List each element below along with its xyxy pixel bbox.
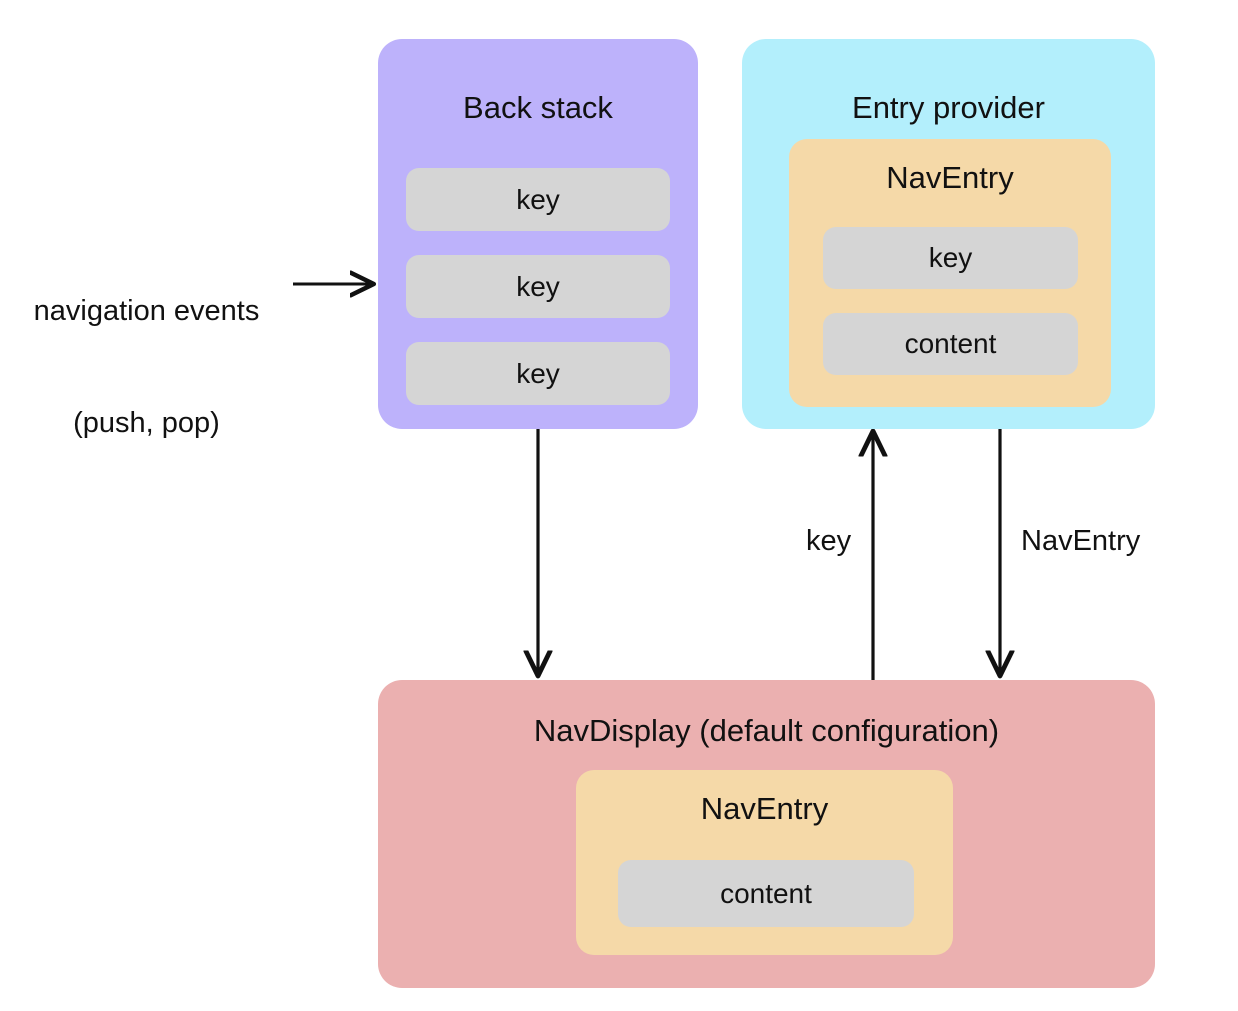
edge-label-navigation-events-line2: (push, pop) [73,406,220,439]
node-entry-provider[interactable]: Entry provider NavEntry key content [742,39,1155,429]
entry-provider-title: Entry provider [852,90,1045,125]
entry-provider-content-chip[interactable]: content [823,313,1078,375]
edge-label-key: key [806,525,852,557]
entry-provider-key-chip[interactable]: key [823,227,1078,289]
nav-display-nav-entry-title: NavEntry [700,791,829,826]
nav-display-content-chip[interactable]: content [618,860,914,927]
back-stack-key-chip-2[interactable]: key [406,255,670,318]
edge-label-navigation-events: navigation events (push, pop) [14,219,279,516]
entry-provider-nav-entry-title: NavEntry [886,160,1014,195]
back-stack-key-chip-3[interactable]: key [406,342,670,405]
node-back-stack[interactable]: Back stack key key key [378,39,698,429]
edge-label-nav-entry: NavEntry [1021,525,1141,557]
edge-label-navigation-events-line1: navigation events [33,295,260,328]
entry-provider-nav-entry[interactable]: NavEntry key content [789,139,1111,407]
back-stack-key-chip-1[interactable]: key [406,168,670,231]
node-nav-display[interactable]: NavDisplay (default configuration) NavEn… [378,680,1155,988]
nav-display-title: NavDisplay (default configuration) [533,713,1000,748]
nav-display-nav-entry[interactable]: NavEntry content [576,770,953,955]
back-stack-title: Back stack [463,90,613,125]
